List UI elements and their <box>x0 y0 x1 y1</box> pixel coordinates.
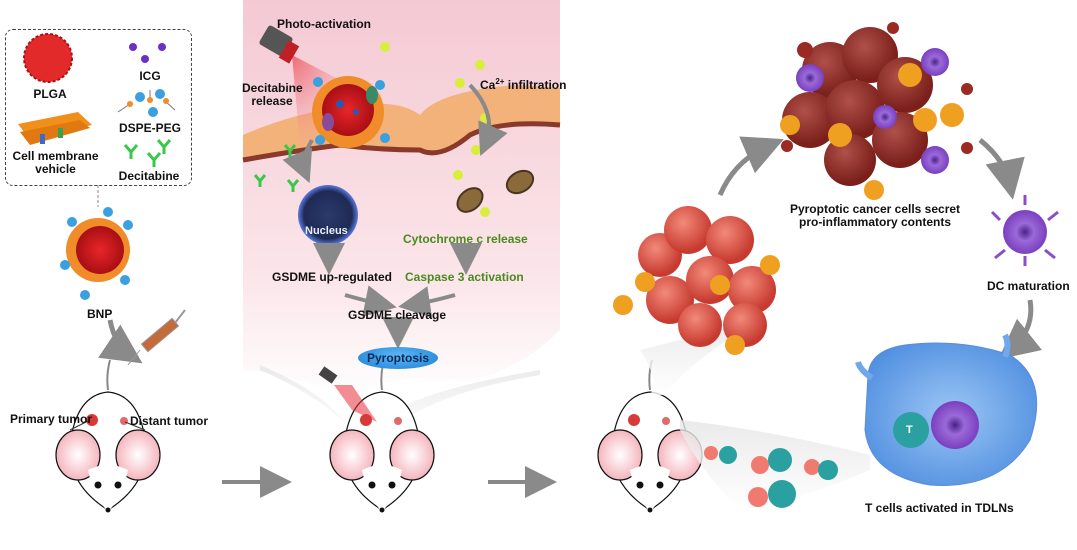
t-cells-activated-label: T cells activated in TDLNs <box>865 501 1014 515</box>
cycle-arrow-1 <box>717 136 784 197</box>
gsdme-upregulated-label: GSDME up-regulated <box>272 270 393 284</box>
materials-legend <box>5 29 192 186</box>
calcium-infiltration-label: Ca2+ infiltration <box>480 77 567 92</box>
bnp-particle <box>60 207 133 300</box>
primary-tumor-pointer <box>69 419 91 431</box>
mouse-primary <box>55 359 161 513</box>
cell-panel-background <box>243 0 560 440</box>
pyroptotic-cell-cluster <box>780 22 973 200</box>
nucleus <box>298 185 358 245</box>
mitochondria <box>456 169 535 213</box>
t-cell-tumor-pairs <box>704 446 838 508</box>
cycle-arrow-3 <box>998 299 1043 360</box>
injection-syringe <box>98 309 186 366</box>
bnp-label: BNP <box>87 307 113 321</box>
dendritic-cell <box>990 195 1059 266</box>
legend-icons <box>18 33 176 167</box>
legend-label-plga: PLGA <box>33 87 67 101</box>
decitabine-release-label: Decitabine release <box>242 81 303 108</box>
bnp-particle-cell <box>312 76 390 148</box>
cycle-arrow-2 <box>978 138 1025 200</box>
lymph-node <box>855 333 1038 486</box>
cell-pathway-arrows <box>282 83 508 349</box>
legend-label-cell-membrane: Cell membrane vehicle <box>12 149 99 176</box>
distant-tumor-pointer <box>124 421 146 431</box>
caspase-activation-label: Caspase 3 activation <box>405 270 524 284</box>
mouse-treated <box>318 359 435 513</box>
cytochrome-label: Cytochrome c release <box>403 232 528 246</box>
photo-activation-label: Photo-activation <box>277 17 372 31</box>
pyroptosis-badge: Pyroptosis <box>358 347 438 369</box>
primary-tumor-label: Primary tumor <box>10 412 93 426</box>
distant-tumor-label: Distant tumor <box>130 414 208 428</box>
pyroptotic-cells-label: Pyroptotic cancer cells secret pro-infla… <box>789 202 961 229</box>
dc-maturation-label: DC maturation <box>987 279 1070 293</box>
gsdme-cleavage-label: GSDME cleavage <box>348 308 447 322</box>
nucleus-label: Nucleus <box>305 225 348 237</box>
tumor-funnel <box>640 320 760 395</box>
legend-label-dspe-peg: DSPE-PEG <box>118 121 181 135</box>
legend-label-decitabine: Decitabine <box>118 169 180 183</box>
legend-label-icg: ICG <box>139 69 161 83</box>
tumor-cell-cluster <box>613 206 780 355</box>
t-cell-letter: T <box>906 424 913 436</box>
